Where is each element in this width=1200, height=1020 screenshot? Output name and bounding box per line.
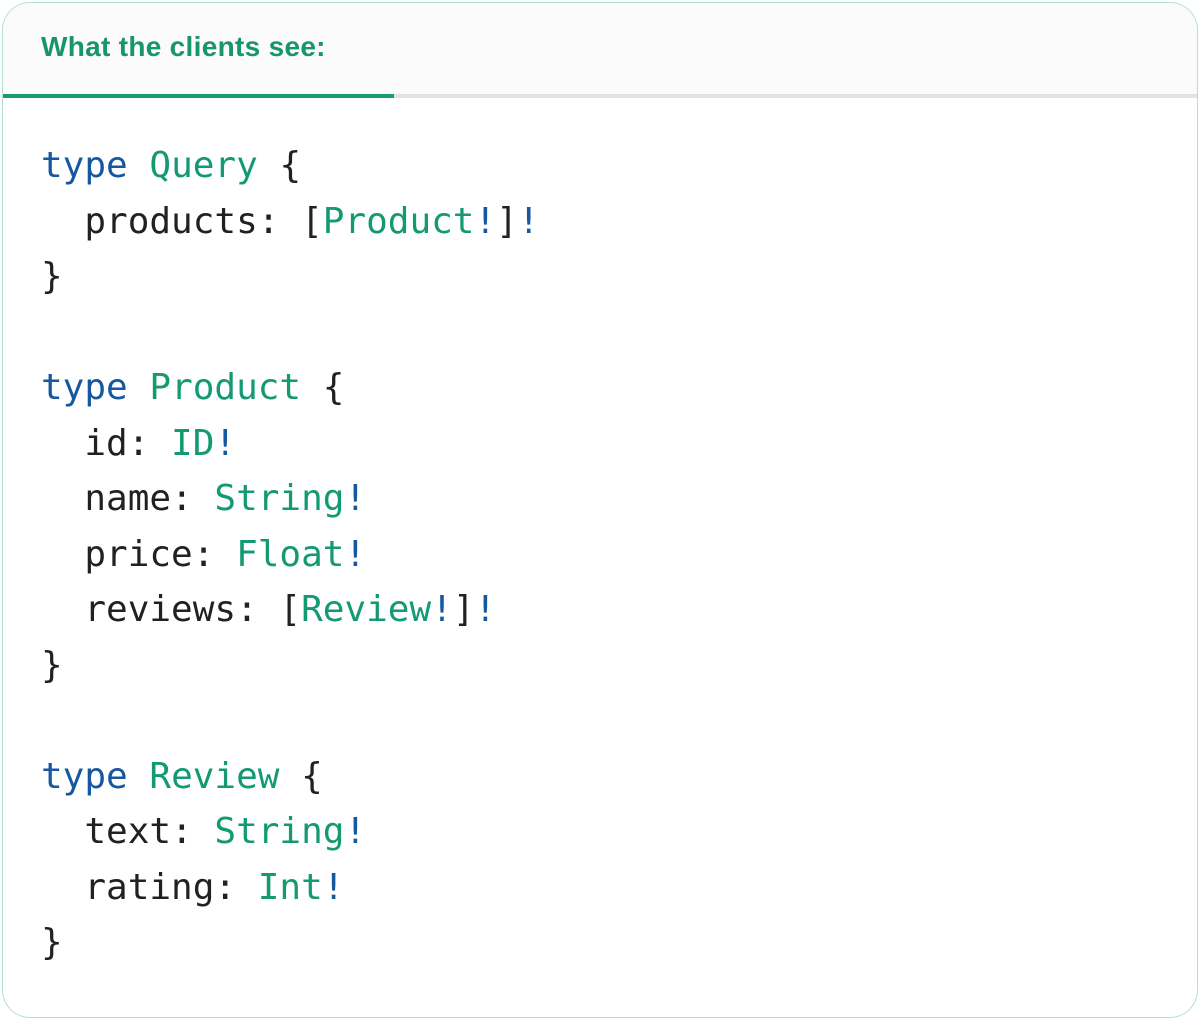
code-token: {	[279, 755, 323, 797]
code-token: {	[301, 367, 345, 408]
code-token: Query	[149, 145, 258, 186]
code-token: {	[257, 145, 302, 186]
code-token: String	[214, 478, 345, 519]
code-line: }	[41, 638, 1197, 694]
code-token: name:	[41, 478, 215, 519]
code-line: }	[41, 915, 1197, 971]
code-line: rating: Int!	[41, 860, 1197, 916]
code-line: id: ID!	[41, 416, 1197, 472]
tab-bar: What the clients see:	[3, 3, 1197, 98]
code-token: price:	[41, 533, 237, 575]
code-line: reviews: [Review!]!	[41, 582, 1197, 638]
code-line	[41, 305, 1197, 361]
code-token: !	[344, 811, 367, 852]
active-tab-indicator	[3, 94, 394, 98]
code-token: ]	[452, 589, 475, 630]
code-token: Product	[322, 200, 475, 242]
code-token: }	[41, 922, 63, 963]
code-token: Review	[149, 755, 280, 797]
code-token: type	[41, 145, 128, 186]
code-token: reviews: [	[41, 589, 302, 630]
code-token: !	[474, 200, 497, 242]
tab-clients-view[interactable]: What the clients see:	[3, 3, 394, 98]
tab-label: What the clients see:	[41, 31, 326, 62]
code-line: type Query {	[41, 138, 1197, 194]
code-token: ]	[496, 200, 518, 242]
code-token	[128, 756, 150, 797]
code-token: !	[214, 422, 237, 464]
code-token: !	[344, 533, 367, 575]
code-line: text: String!	[41, 804, 1197, 860]
code-token: ID	[171, 422, 215, 464]
code-line: name: String!	[41, 471, 1197, 527]
code-token: !	[474, 589, 497, 630]
code-line	[41, 693, 1197, 749]
code-line: type Review {	[41, 749, 1197, 805]
code-line: products: [Product!]!	[41, 194, 1197, 250]
code-token: }	[41, 256, 63, 297]
code-token: id:	[41, 422, 172, 464]
code-token: }	[41, 644, 63, 686]
code-token: products: [	[41, 200, 323, 242]
code-token: !	[431, 589, 453, 630]
code-token: !	[322, 866, 345, 908]
code-token: !	[344, 478, 367, 519]
code-line: price: Float!	[41, 527, 1197, 583]
code-token	[128, 367, 150, 408]
code-token: text:	[41, 811, 215, 852]
schema-code-block: type Query { products: [Product!]!}type …	[3, 138, 1197, 971]
code-line: }	[41, 249, 1197, 305]
code-token: String	[214, 811, 345, 852]
code-token: rating:	[41, 866, 258, 908]
tab-bar-rule	[3, 94, 1197, 98]
code-token: type	[41, 755, 128, 797]
code-line: type Product {	[41, 360, 1197, 416]
code-token: Review	[301, 589, 432, 630]
code-token: Product	[149, 367, 302, 408]
code-token: Int	[257, 866, 323, 908]
code-token: type	[41, 367, 128, 408]
code-token: !	[517, 200, 540, 242]
code-token: Float	[236, 533, 345, 575]
code-token	[128, 145, 150, 186]
